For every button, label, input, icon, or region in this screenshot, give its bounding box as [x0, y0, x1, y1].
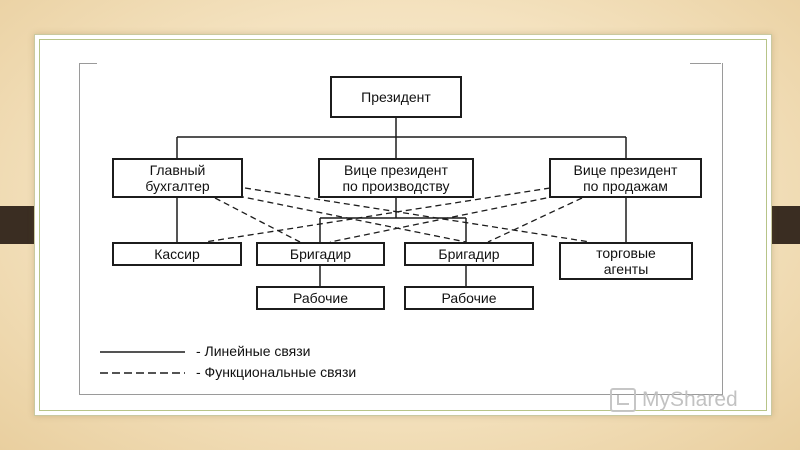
node-workers-2: Рабочие	[404, 286, 534, 310]
linear-links	[176, 118, 627, 286]
slide-border	[39, 39, 767, 411]
frame-top-edge-right	[690, 63, 721, 64]
functional-links	[204, 187, 591, 243]
func-vpsales-foreman1	[329, 195, 557, 243]
node-vp-sales: Вице президент по продажам	[549, 158, 702, 198]
frame-top-edge-left	[79, 63, 97, 64]
node-cashier: Кассир	[112, 242, 242, 266]
func-vpsales-cashier	[204, 187, 551, 243]
func-vpsales-foreman2	[487, 197, 583, 243]
node-sales-agents: торговые агенты	[559, 242, 693, 280]
func-accountant-agents	[244, 187, 591, 243]
watermark-text: MyShared	[642, 388, 738, 411]
watermark-logo-icon	[610, 388, 636, 412]
node-chief-accountant: Главный бухгалтер	[112, 158, 243, 198]
node-vp-production: Вице президент по производству	[318, 158, 474, 198]
legend-functional-label: - Функциональные связи	[196, 364, 357, 380]
node-workers-1: Рабочие	[256, 286, 385, 310]
watermark: MyShared	[610, 388, 738, 412]
diagram-frame	[79, 63, 723, 395]
func-accountant-foreman2	[237, 195, 467, 243]
node-president: Президент	[330, 76, 462, 118]
func-accountant-foreman1	[214, 197, 301, 243]
legend-linear-label: - Линейные связи	[196, 343, 311, 359]
node-foreman-1: Бригадир	[256, 242, 385, 266]
node-foreman-2: Бригадир	[404, 242, 534, 266]
